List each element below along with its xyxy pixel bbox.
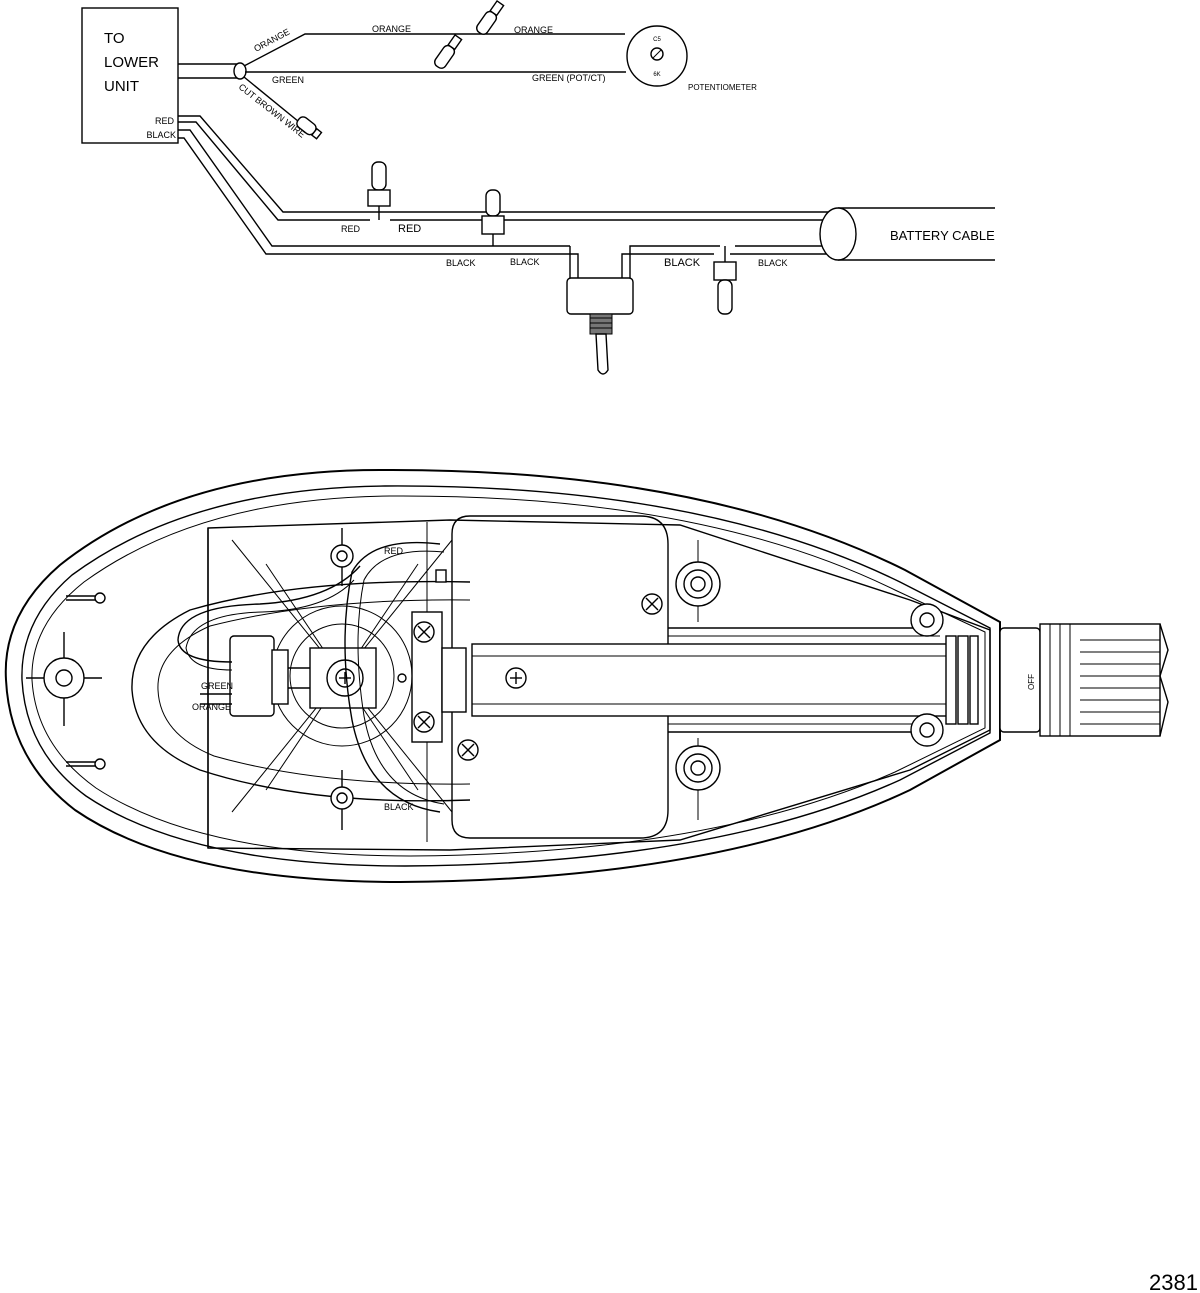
- stud-right-bottom: [675, 738, 721, 820]
- toggle-switch: [566, 277, 634, 375]
- orange-wire-label-2: ORANGE: [372, 24, 411, 34]
- box-black-label: BLACK: [146, 130, 176, 140]
- stud-top-left: [330, 528, 354, 586]
- off-label: OFF: [1027, 674, 1036, 690]
- cotter-pin-bottom: [66, 758, 106, 770]
- black-wire-label: BLACK: [446, 258, 476, 268]
- stud-bottom-left: [330, 770, 354, 830]
- shaft-arm: [441, 627, 949, 733]
- stud-right-top: [675, 540, 721, 622]
- bullet-connector-1: [476, 0, 505, 35]
- red-wire-label-2: RED: [398, 223, 421, 235]
- pot-bottom-marking: 6K: [653, 72, 660, 78]
- figure-number: 2381: [1149, 1270, 1198, 1293]
- head-green-label: GREEN: [201, 681, 233, 691]
- lower-unit-line2: LOWER: [104, 54, 159, 71]
- battery-cable: BATTERY CABLE: [819, 207, 995, 261]
- head-wiring: RED GREEN ORANGE BLACK: [177, 541, 447, 813]
- nose-stud: [26, 632, 102, 726]
- lower-unit-box: TO LOWER UNIT RED BLACK: [81, 7, 179, 144]
- bracket: [397, 522, 443, 842]
- orange-wire-label-3: ORANGE: [514, 25, 553, 35]
- black-connector-1: [481, 189, 505, 246]
- collar-rings: [945, 635, 979, 725]
- cut-brown-label: CUT BROWN WIRE: [237, 82, 307, 140]
- black-wire-label-2: BLACK: [510, 257, 540, 267]
- black-connector-2: [713, 246, 737, 315]
- battery-cable-label: BATTERY CABLE: [890, 228, 995, 243]
- bullet-connector-3: [296, 116, 323, 140]
- pot-assembly: [229, 539, 453, 813]
- lower-unit-line3: UNIT: [104, 78, 139, 95]
- head-orange-label: ORANGE: [192, 702, 231, 712]
- cotter-pin-top: [66, 592, 106, 604]
- bullet-connector-2: [434, 33, 463, 69]
- lower-unit-line1: TO: [104, 30, 125, 47]
- orange-wire: [243, 33, 625, 67]
- motor-head: OFF RED GREEN ORANGE BLACK: [4, 468, 1169, 884]
- stud-tail-top: [910, 603, 944, 637]
- head-red-label: RED: [384, 546, 404, 556]
- pot-top-marking: C5: [653, 37, 661, 43]
- power-wires: RED RED BLACK BLACK BLACK BLACK: [178, 115, 835, 280]
- black-wire-label-4: BLACK: [758, 258, 788, 268]
- red-wire-label: RED: [341, 224, 361, 234]
- green-wire-label: GREEN: [272, 75, 304, 85]
- potentiometer-label: POTENTIOMETER: [688, 83, 757, 92]
- head-black-label: BLACK: [384, 802, 414, 812]
- upper-cable: ORANGE ORANGE ORANGE GREEN GREEN (POT/CT…: [178, 24, 626, 140]
- black-wire-label-3: BLACK: [664, 257, 701, 269]
- red-connector: [367, 161, 391, 220]
- stud-tail-bottom: [910, 713, 944, 747]
- potentiometer: C5 6K POTENTIOMETER: [626, 25, 757, 92]
- orange-wire-label: ORANGE: [252, 27, 291, 54]
- green-pot-label: GREEN (POT/CT): [532, 73, 606, 83]
- cover-plate: [451, 515, 669, 839]
- twist-grip: OFF: [999, 623, 1169, 737]
- cut-brown-wire: [243, 76, 305, 127]
- box-red-label: RED: [155, 116, 175, 126]
